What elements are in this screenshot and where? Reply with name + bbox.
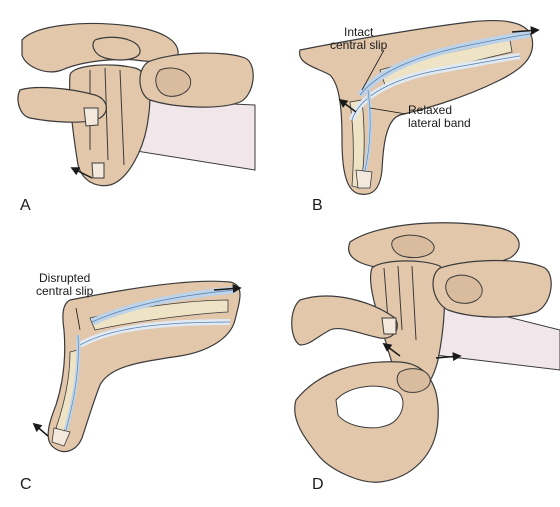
annotation-disrupted-central-slip: Disrupted central slip xyxy=(36,272,93,298)
panel-a-illustration xyxy=(17,22,256,187)
annotation-line: central slip xyxy=(36,284,94,298)
annotation-line: central slip xyxy=(330,38,388,52)
panel-b-arrow-tip xyxy=(511,26,540,36)
panel-d-arrow-push xyxy=(435,352,462,362)
annotation-intact-central-slip: Intact central slip xyxy=(330,26,387,52)
panel-c-arrow-tip xyxy=(213,284,242,294)
panel-c-illustration xyxy=(32,280,242,453)
panel-b-illustration xyxy=(299,19,540,195)
panel-label-c: C xyxy=(20,476,32,493)
panel-a-patient-fingers xyxy=(69,64,151,187)
panel-a-arrow xyxy=(70,167,93,179)
panel-a-examiner-thumb xyxy=(92,36,141,61)
annotation-relaxed-lateral-band: Relaxed lateral band xyxy=(408,104,471,130)
panel-b-arrow-flex xyxy=(338,98,357,113)
annotation-line: Relaxed xyxy=(408,103,453,117)
annotation-line: lateral band xyxy=(408,116,471,130)
panel-d-arrow-flex xyxy=(382,342,401,357)
panel-label-d: D xyxy=(312,476,324,493)
annotation-line: Disrupted xyxy=(39,271,91,285)
panel-d-illustration xyxy=(291,222,560,483)
panel-label-a: A xyxy=(20,197,31,214)
panel-c-arrow-flex xyxy=(32,422,49,437)
panel-label-b: B xyxy=(312,197,323,214)
annotation-line: Intact xyxy=(344,25,374,39)
panel-d-examiner-left-hand xyxy=(291,295,398,346)
